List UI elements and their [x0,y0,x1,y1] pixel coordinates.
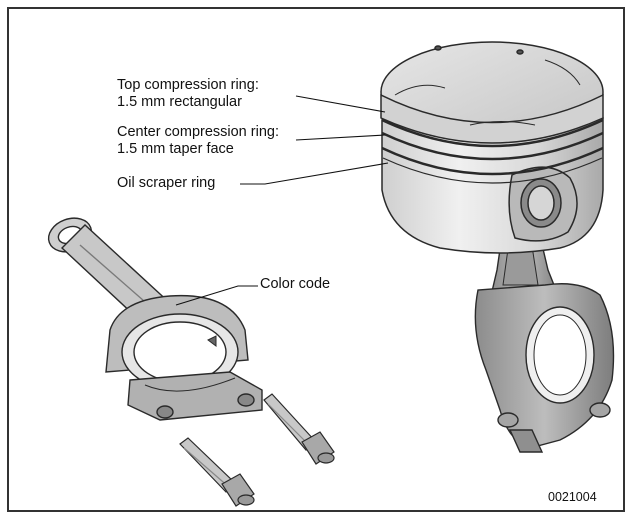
label-center-ring: Center compression ring: 1.5 mm taper fa… [117,124,279,158]
label-top-ring-line1: Top compression ring: [117,77,259,93]
label-center-ring-line1: Center compression ring: [117,124,279,140]
rod-bolt-left [179,437,255,507]
label-top-ring-line2: 1.5 mm rectangular [117,94,242,110]
connecting-rod-disassembled [47,217,263,421]
assembled-connecting-rod [474,214,615,453]
leader-center-ring [295,134,386,141]
leader-color-code [175,285,258,306]
figure-id: 0021004 [548,490,597,504]
leader-lines [175,95,389,306]
label-oil-ring: Oil scraper ring [117,175,216,191]
rod-bolt-right [263,393,335,465]
leader-top-ring [295,95,386,113]
label-center-ring-line2: 1.5 mm taper face [117,141,234,157]
piston [380,41,604,254]
label-top-ring: Top compression ring: 1.5 mm rectangular [117,77,259,111]
label-color-code: Color code [260,276,331,292]
leader-oil-ring [240,162,389,185]
